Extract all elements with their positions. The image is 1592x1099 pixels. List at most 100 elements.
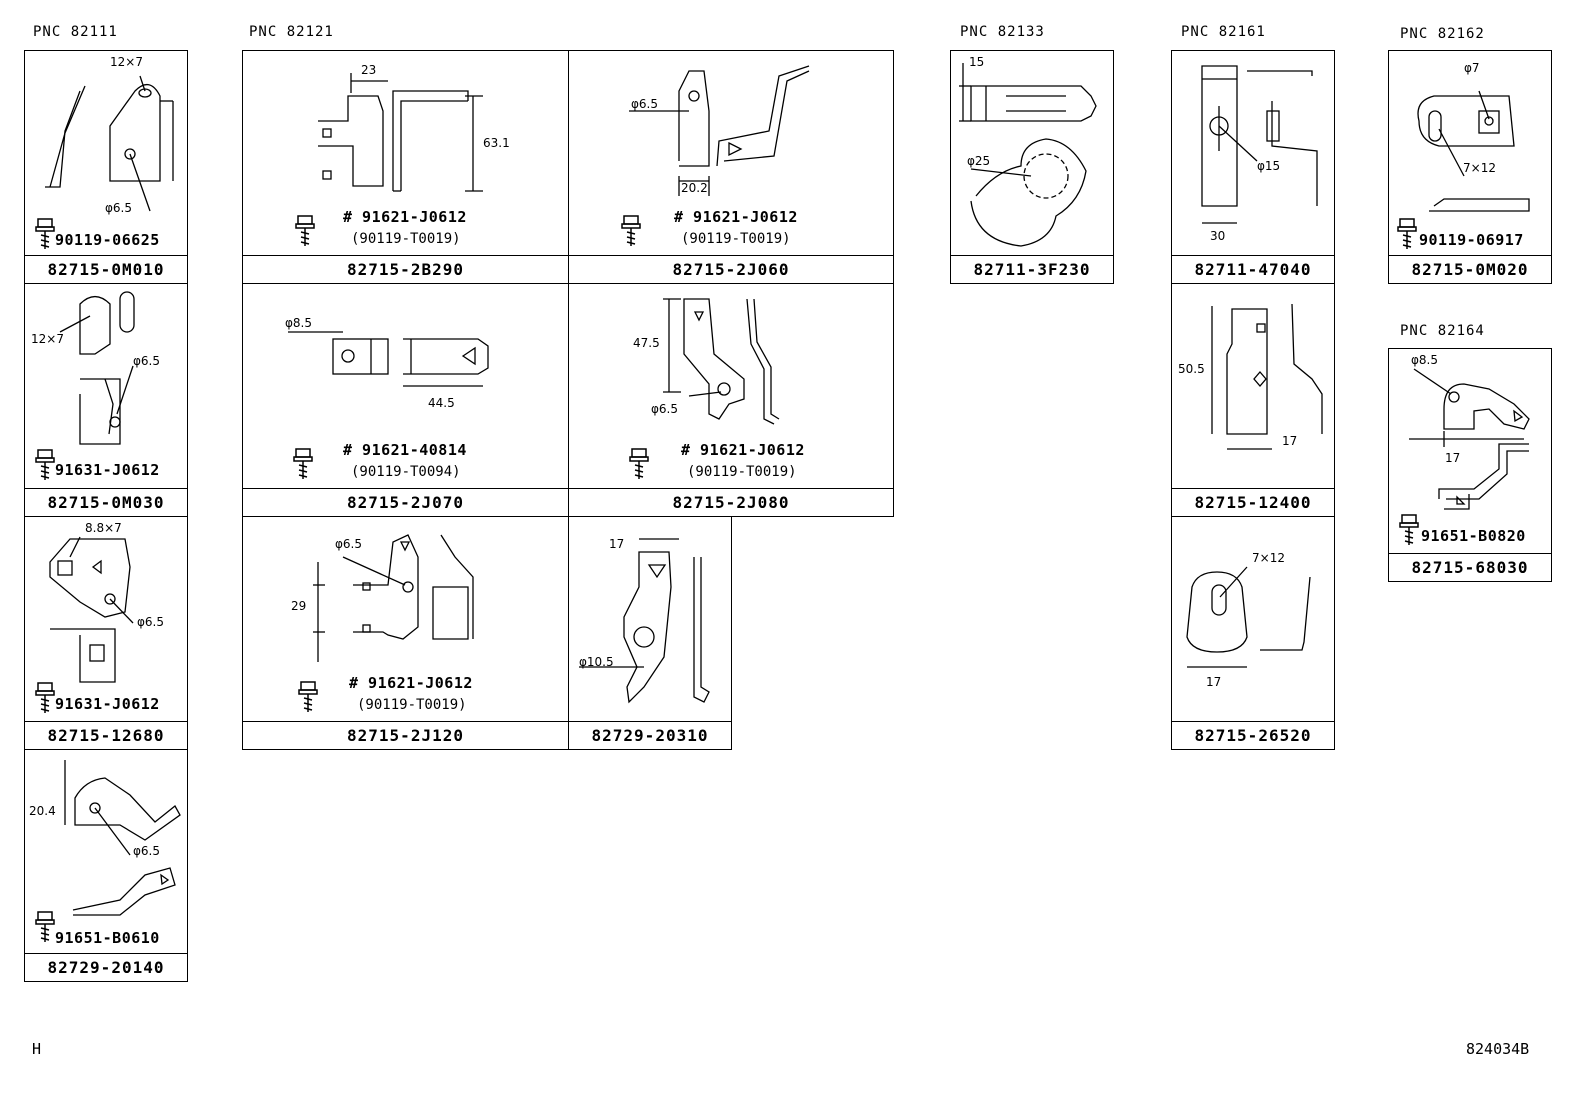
footer-left-code: H [32,1040,42,1058]
bracket-drawing [1201,65,1318,224]
part-cell[interactable]: 23 63.1 # 91621-J0612 (90119-T0019) 8271… [242,50,569,284]
bolt-icon [293,448,313,479]
bolt-part-number: # 91621-J0612 [681,441,805,459]
dimension-label: φ6.5 [133,844,160,858]
part-cell[interactable]: φ8.5 44.5 # 91621-40814 (90119-T0094) 82… [242,283,569,517]
bracket-drawing [1409,368,1530,510]
bracket-drawing [288,331,489,387]
part-number[interactable]: 82711-3F230 [951,255,1113,283]
bolt-icon [35,682,55,713]
part-number[interactable]: 82715-2J120 [243,721,568,749]
part-cell[interactable]: 50.5 17 82715-12400 [1171,283,1335,517]
pnc-label: PNC 82121 [249,24,334,40]
dimension-label: φ8.5 [285,316,312,330]
bolt-part-number: 91631-J0612 [55,461,160,479]
bolt-icon [295,215,315,246]
bracket-drawing [59,291,135,445]
dimension-label: 20.2 [681,181,708,195]
dimension-label: φ6.5 [133,354,160,368]
dimension-label: φ6.5 [651,402,678,416]
bolt-icon [35,911,55,942]
part-cell[interactable]: 15 φ25 82711-3F230 [950,50,1114,284]
bolt-part-number: 91631-J0612 [55,695,160,713]
bracket-drawing [663,298,780,425]
dimension-label: 63.1 [483,136,510,150]
alt-bolt-part-number: (90119-T0019) [681,231,791,247]
bolt-icon [298,681,318,712]
part-number[interactable]: 82715-2J060 [569,255,893,283]
illustration-number: 824034B [1466,1040,1530,1058]
part-number[interactable]: 82729-20140 [25,953,187,981]
dimension-label: 30 [1210,229,1226,243]
part-cell[interactable]: φ15 30 82711-47040 [1171,50,1335,284]
pnc-label: PNC 82111 [33,24,118,40]
part-number[interactable]: 82715-68030 [1389,553,1551,581]
dimension-label: 17 [609,537,625,551]
dimension-label: φ6.5 [335,537,362,551]
part-cell[interactable]: φ6.5 29 # 91621-J0612 (90119-T0019) 8271… [242,516,569,750]
dimension-label: 44.5 [428,396,455,410]
part-number[interactable]: 82715-0M020 [1389,255,1551,283]
part-number[interactable]: 82729-20310 [569,721,731,749]
bracket-drawing [64,760,181,916]
bracket-drawing [629,65,810,196]
part-cell[interactable]: φ7 7×12 90119-06917 82715-0M020 [1388,50,1552,284]
part-cell[interactable]: φ8.5 17 91651-B0820 82715-68030 [1388,348,1552,582]
part-number[interactable]: 82715-0M010 [25,255,187,283]
bolt-icon [1399,514,1419,545]
dimension-label: 17 [1206,675,1222,689]
bracket-drawing [579,538,710,704]
part-number[interactable]: 82715-26520 [1172,721,1334,749]
bracket-drawing [1186,566,1311,668]
alt-bolt-part-number: (90119-T0019) [351,231,461,247]
bolt-part-number: # 91621-J0612 [349,674,473,692]
pnc-label: PNC 82133 [960,24,1045,40]
dimension-label: 23 [361,63,377,77]
bolt-part-number: # 91621-40814 [343,441,467,459]
dimension-label: 20.4 [29,804,56,818]
alt-bolt-part-number: (90119-T0094) [351,464,461,480]
dimension-label: 17 [1445,451,1461,465]
dimension-label: φ15 [1257,159,1281,173]
part-cell[interactable]: 12×7 φ6.5 91631-J0612 82715-0M030 [24,283,188,517]
bolt-part-number: # 91621-J0612 [343,208,467,226]
part-number[interactable]: 82715-12400 [1172,488,1334,516]
dimension-label: 29 [291,599,307,613]
alt-bolt-part-number: (90119-T0019) [357,697,467,713]
part-number[interactable]: 82715-2J080 [569,488,893,516]
bracket-drawing [318,73,483,192]
bolt-part-number: 91651-B0610 [55,929,160,947]
part-cell[interactable]: 47.5 φ6.5 # 91621-J0612 (90119-T0019) 82… [568,283,894,517]
bolt-icon [629,448,649,479]
dimension-label: 47.5 [633,336,660,350]
dimension-label: 12×7 [31,332,64,346]
part-cell[interactable]: 20.4 φ6.5 91651-B0610 82729-20140 [24,749,188,982]
dimension-label: φ25 [967,154,991,168]
dimension-label: 15 [969,55,985,69]
part-number[interactable]: 82715-2B290 [243,255,568,283]
dimension-label: φ10.5 [579,655,614,669]
part-number[interactable]: 82715-2J070 [243,488,568,516]
part-number[interactable]: 82715-12680 [25,721,187,749]
part-cell[interactable]: φ6.5 20.2 # 91621-J0612 (90119-T0019) 82… [568,50,894,284]
dimension-label: φ6.5 [137,615,164,629]
bolt-icon [1397,218,1417,249]
dimension-label: 17 [1282,434,1298,448]
bracket-drawing [1417,90,1530,212]
bolt-icon [35,449,55,480]
part-number[interactable]: 82715-0M030 [25,488,187,516]
dimension-label: φ7 [1464,61,1480,75]
bracket-drawing [1211,303,1323,450]
part-cell[interactable]: 8.8×7 φ6.5 91631-J0612 82715-12680 [24,516,188,750]
dimension-label: 7×12 [1252,551,1285,565]
bolt-part-number: 90119-06625 [55,231,160,249]
bolt-part-number: # 91621-J0612 [674,208,798,226]
alt-bolt-part-number: (90119-T0019) [687,464,797,480]
part-cell[interactable]: 7×12 17 82715-26520 [1171,516,1335,750]
bolt-icon [35,218,55,249]
bracket-drawing [49,536,134,683]
bolt-part-number: 90119-06917 [1419,231,1524,249]
part-cell[interactable]: 12×7 φ6.5 90119-06625 82715-0M010 [24,50,188,284]
part-number[interactable]: 82711-47040 [1172,255,1334,283]
part-cell[interactable]: 17 φ10.5 82729-20310 [568,516,732,750]
